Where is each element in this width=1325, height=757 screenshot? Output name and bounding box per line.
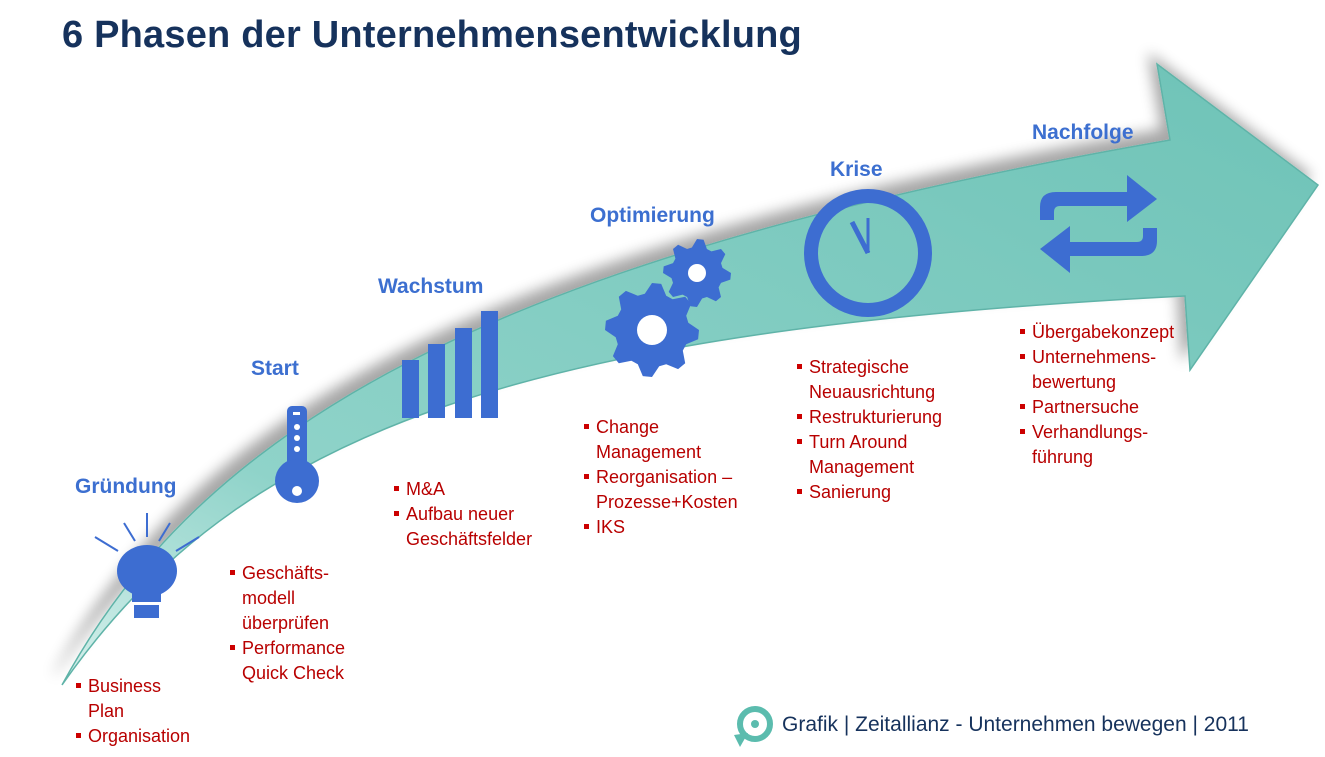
footer-credit: Grafik | Zeitallianz - Unternehmen beweg… [782,713,1249,736]
phase-label-krise: Krise [830,158,883,181]
footer: Grafik | Zeitallianz - Unternehmen beweg… [732,703,1249,747]
lightbulb-icon [94,513,200,618]
list-item: Organisation [74,724,190,749]
list-item: Sanierung [795,480,942,505]
phase-label-optimierung: Optimierung [590,204,715,227]
gears-icon [605,239,731,377]
list-item: IKS [582,515,738,540]
key-icon [275,406,319,503]
list-item: M&A [392,477,532,502]
phase-label-start: Start [251,357,299,380]
list-item: Übergabekonzept [1018,320,1174,345]
phase-label-nachfolge: Nachfolge [1032,121,1134,144]
phase-label-gruendung: Gründung [75,475,177,498]
bullet-list-nachfolge: Übergabekonzept Unternehmens-bewertung P… [1018,320,1174,470]
clock-icon [804,189,932,317]
list-item: Partnersuche [1018,395,1174,420]
page-title: 6 Phasen der Unternehmensentwicklung [62,14,802,56]
zeitallianz-logo-icon [734,706,773,747]
list-item: Unternehmens-bewertung [1018,345,1174,395]
bar-chart-icon [402,311,498,418]
list-item: Restrukturierung [795,405,942,430]
large-gear-hole [637,315,667,345]
list-item: Reorganisation –Prozesse+Kosten [582,465,738,515]
cycle-arrows-icon [1040,175,1157,273]
list-item: Verhandlungs-führung [1018,420,1174,470]
small-gear-hole [688,264,706,282]
phase-label-wachstum: Wachstum [378,275,484,298]
